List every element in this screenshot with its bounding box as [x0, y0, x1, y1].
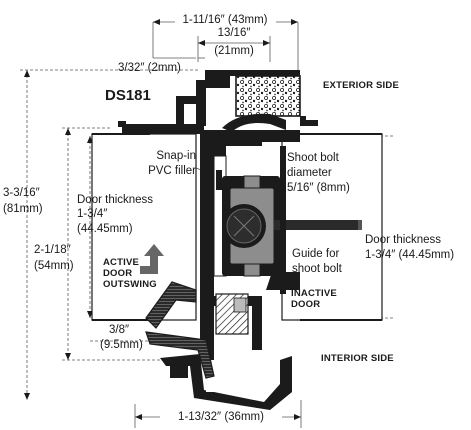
door-thickness-right-1: Door thickness	[365, 234, 442, 246]
inactive-door-label-1: INACTIVE	[291, 288, 337, 299]
door-thickness-right-2: 1-3/4″ (44.45mm)	[365, 249, 455, 261]
door-thickness-left-3: (44.45mm)	[77, 223, 133, 235]
active-door-label-3: OUTSWING	[103, 279, 157, 290]
filler-label-1: Snap-in	[156, 150, 196, 162]
shoot-bolt-label-3: 5/16″ (8mm)	[287, 182, 350, 194]
dim-height-overall-1: 3-3/16″	[3, 187, 40, 199]
door-thickness-left-2: 1-3/4″	[77, 208, 108, 220]
dim-top-inner-2: (21mm)	[214, 45, 254, 57]
dim-gap-top: 3/32″ (2mm)	[118, 62, 181, 74]
dim-top-inner-1: 13/16″	[217, 27, 251, 39]
dim-height-mid-2: (54mm)	[34, 260, 74, 272]
inactive-door-label-2: DOOR	[291, 299, 321, 310]
astragal-bottom-seal	[145, 281, 292, 410]
dim-height-overall-2: (81mm)	[3, 203, 43, 215]
dim-gap-bottom-2: (9.5mm)	[100, 339, 143, 351]
filler-label-2: PVC filler	[148, 165, 196, 177]
exterior-side-label: EXTERIOR SIDE	[323, 80, 399, 91]
active-door-label-1: ACTIVE	[103, 257, 140, 268]
interior-side-label: INTERIOR SIDE	[321, 353, 394, 364]
guide-label-2: shoot bolt	[292, 263, 342, 275]
model-number: DS181	[105, 87, 151, 104]
shoot-bolt-label-1: Shoot bolt	[287, 152, 339, 164]
shoot-bolt-label-2: diameter	[287, 167, 332, 179]
dim-top-overall: 1-11/16″ (43mm)	[182, 14, 268, 26]
dim-gap-bottom-1: 3/8″	[109, 324, 130, 336]
active-door-label-2: DOOR	[103, 268, 133, 279]
dim-height-mid-1: 2-1/18″	[34, 244, 71, 256]
door-thickness-left-1: Door thickness	[77, 194, 154, 206]
dim-bottom-width: 1-13/32″ (36mm)	[178, 411, 264, 423]
astragal-center-body	[200, 113, 362, 360]
astragal-top-profile	[118, 70, 318, 134]
outswing-arrow	[140, 244, 164, 274]
guide-label-1: Guide for	[292, 248, 340, 260]
